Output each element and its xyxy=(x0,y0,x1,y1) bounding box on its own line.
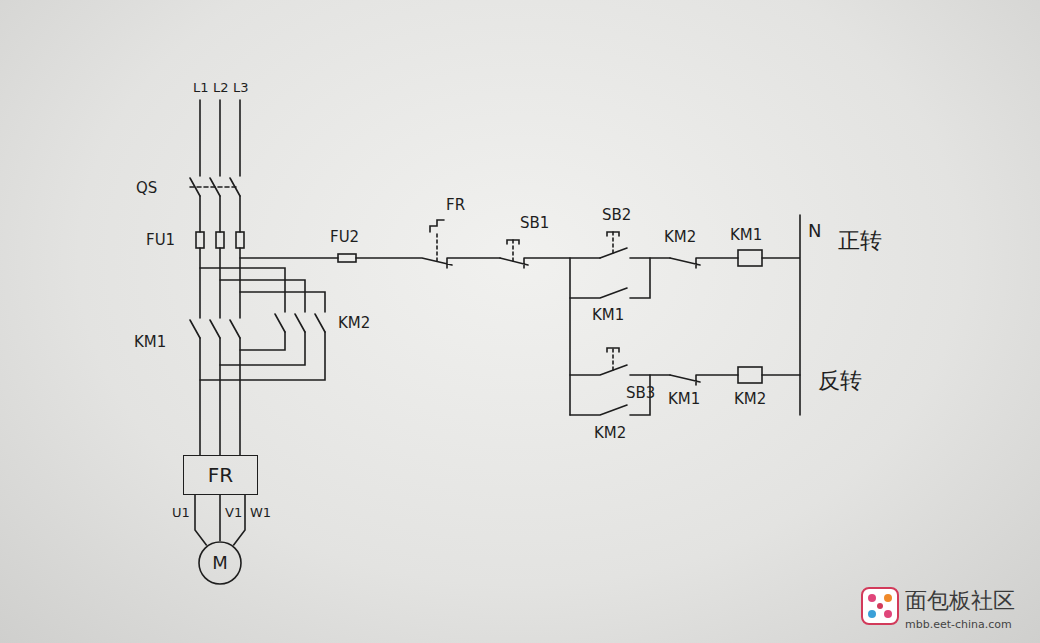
contactor-label: KM1 xyxy=(134,333,166,351)
phase-label: L3 xyxy=(233,80,249,96)
node-text: FR xyxy=(208,464,233,487)
terminal-label: W1 xyxy=(250,505,271,521)
thermal-relay-box: FR xyxy=(183,455,258,495)
fuse-label: FU2 xyxy=(330,228,359,246)
terminal-label: V1 xyxy=(225,505,242,521)
motor-circle: M xyxy=(198,541,242,585)
button-label: SB2 xyxy=(602,206,631,224)
button-label: SB3 xyxy=(626,384,655,402)
fuse-label: FU1 xyxy=(146,231,175,249)
contactor-label: KM2 xyxy=(338,314,370,332)
watermark-logo xyxy=(862,588,898,624)
direction-label: 反转 xyxy=(818,368,862,394)
contact-label: KM2 xyxy=(594,424,626,442)
contact-label: KM1 xyxy=(668,390,700,408)
phase-label: L2 xyxy=(213,80,229,96)
relay-contact-label: FR xyxy=(446,196,465,214)
watermark-text: 面包板社区 xyxy=(905,588,1015,614)
neutral-label: N xyxy=(808,220,821,242)
motor-wire xyxy=(195,495,207,545)
motor-wire xyxy=(233,495,245,545)
contact-label: KM1 xyxy=(592,306,624,324)
phase-label: L1 xyxy=(193,80,209,96)
motor-wire xyxy=(219,495,221,541)
switch-label: QS xyxy=(136,179,157,197)
watermark-url: mbb.eet-china.com xyxy=(905,618,1012,631)
motor-outline xyxy=(199,542,241,584)
direction-label: 正转 xyxy=(838,228,882,254)
coil-label: KM1 xyxy=(730,226,762,244)
button-label: SB1 xyxy=(520,214,549,232)
contact-label: KM2 xyxy=(664,228,696,246)
main-circuit xyxy=(190,100,338,455)
terminal-label: U1 xyxy=(172,505,190,521)
node-text: M xyxy=(212,553,228,574)
coil-label: KM2 xyxy=(734,390,766,408)
control-circuit xyxy=(338,215,800,415)
